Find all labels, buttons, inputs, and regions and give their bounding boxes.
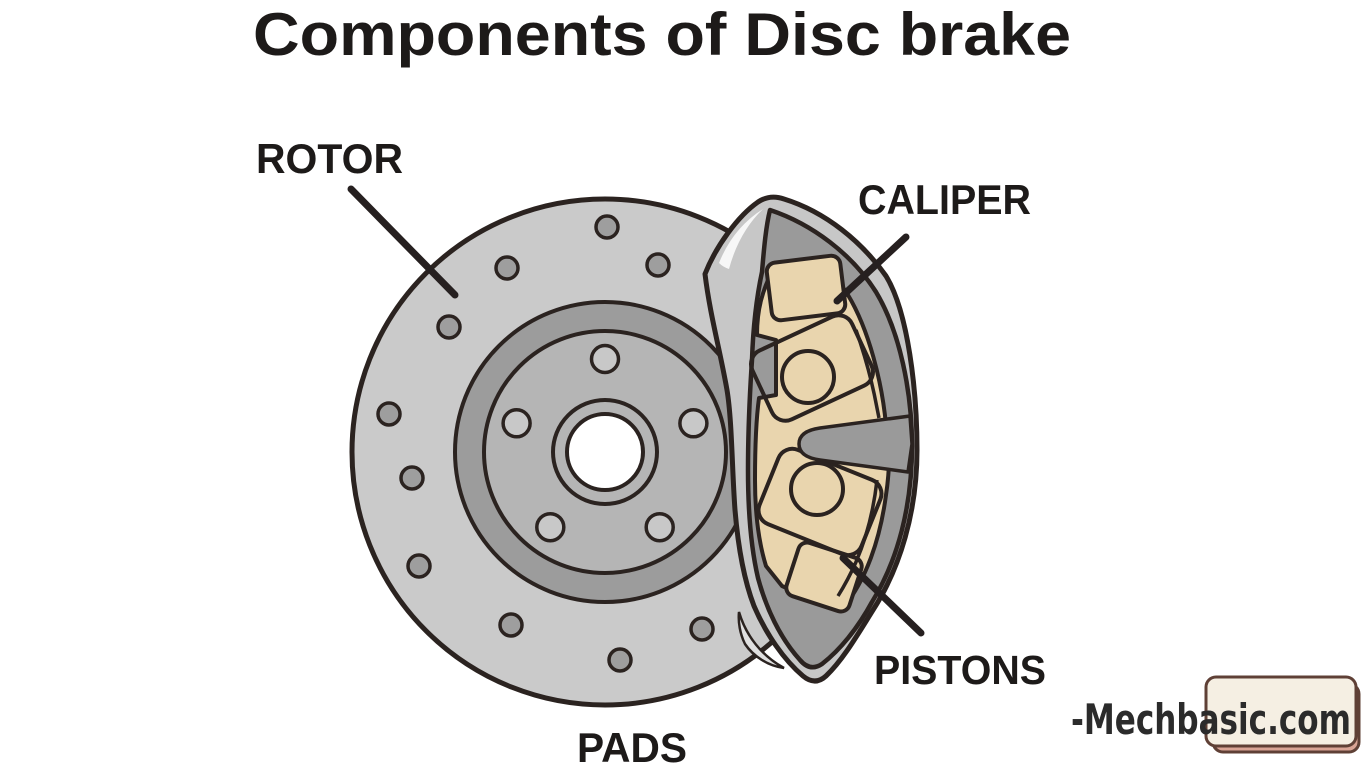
drill-hole xyxy=(498,612,524,638)
drill-hole xyxy=(436,314,462,340)
lug-hole xyxy=(678,408,709,439)
pad-tab-top xyxy=(764,253,848,323)
drill-hole xyxy=(399,465,425,491)
caliper-bridge xyxy=(797,414,914,474)
strip-line-lower xyxy=(836,479,879,597)
rotor-label: ROTOR xyxy=(256,135,403,182)
rotor-leader-line xyxy=(347,185,459,299)
pistons-label: PISTONS xyxy=(874,647,1046,693)
lug-hole xyxy=(535,511,566,543)
caliper-leader-line xyxy=(833,233,910,305)
drill-holes xyxy=(376,214,715,673)
caliper-group xyxy=(702,194,920,684)
drill-hole xyxy=(645,252,671,278)
housing-wedge xyxy=(737,611,785,670)
watermark-box xyxy=(1204,675,1358,748)
leader-lines xyxy=(347,185,925,637)
drill-hole xyxy=(689,616,715,642)
lug-hole xyxy=(589,343,621,375)
center-bore xyxy=(565,412,645,492)
drill-hole xyxy=(406,553,432,579)
strip-line-upper xyxy=(854,329,881,419)
pads-label: PADS xyxy=(577,724,687,768)
caliper-label: CALIPER xyxy=(858,176,1031,223)
pistons-leader-line xyxy=(839,554,925,637)
page-title: Components of Disc brake xyxy=(253,1,1071,68)
drill-hole xyxy=(494,255,520,281)
watermark-text: -Mechbasic.com xyxy=(1071,695,1351,744)
drill-hole xyxy=(376,401,402,427)
wing-highlight-shape xyxy=(719,209,763,269)
piston-upper xyxy=(780,349,836,405)
drill-hole xyxy=(594,214,620,240)
piston-lower xyxy=(789,461,845,517)
lug-hole xyxy=(644,511,675,543)
watermark: -Mechbasic.com xyxy=(1071,675,1361,754)
lug-holes xyxy=(501,343,709,543)
lug-hole xyxy=(501,408,532,439)
drill-hole xyxy=(607,647,633,673)
